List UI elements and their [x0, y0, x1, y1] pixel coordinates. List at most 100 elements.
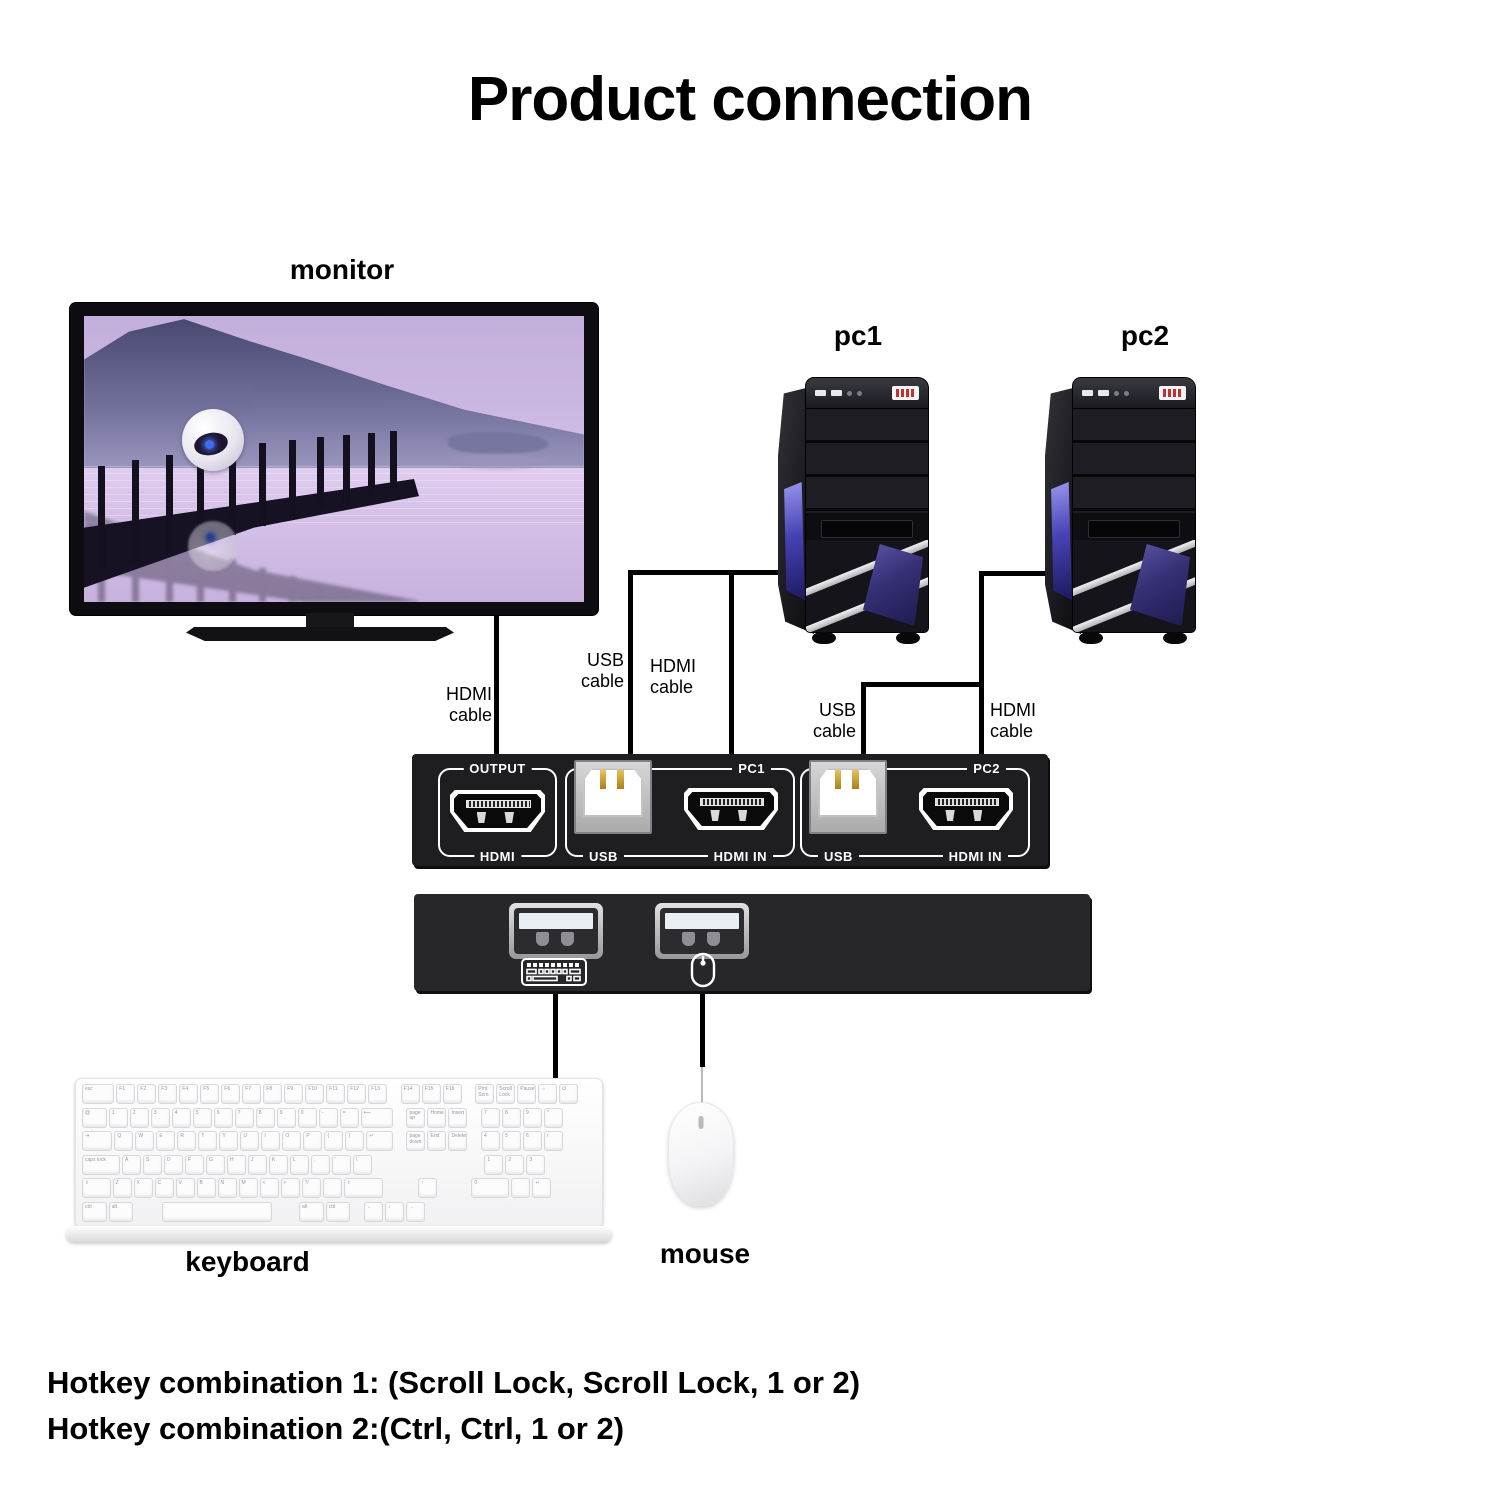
- keyboard-key: .: [511, 1178, 531, 1199]
- keyboard-key-gap: [135, 1202, 160, 1222]
- keyboard-key: S: [143, 1154, 162, 1175]
- keyboard-icon: [521, 958, 587, 986]
- cable-label-pc1-hdmi: HDMI cable: [650, 656, 696, 697]
- keyboard-key: D: [164, 1154, 183, 1175]
- keyboard-key-gap: [469, 1131, 479, 1151]
- pc1-hdmi-in-port: [684, 788, 778, 830]
- keyboard-key: Y: [219, 1131, 239, 1152]
- keyboard-key-gap: [385, 1178, 395, 1198]
- pc2-hdmi-in-label: HDMI IN: [942, 849, 1008, 864]
- cable-label-pc1-usb: USB cable: [580, 650, 624, 691]
- keyboard-key: F10: [305, 1084, 325, 1104]
- keyboard-key: 3: [150, 1107, 170, 1128]
- pc2-hdmi-in-port: [919, 788, 1013, 830]
- keyboard-key: /: [543, 1131, 563, 1152]
- pc2-usb-branch-line: [861, 682, 984, 687]
- keyboard-key: 0: [297, 1107, 317, 1128]
- keyboard-key: Delete: [448, 1131, 468, 1152]
- keyboard-key: J: [248, 1154, 267, 1175]
- keyboard-key: F16: [442, 1084, 462, 1104]
- pc2-usb-cable-line: [861, 682, 866, 756]
- keyboard-key: F6: [221, 1084, 241, 1104]
- keyboard-key: F11: [326, 1084, 346, 1104]
- keyboard-key: A: [122, 1154, 141, 1175]
- keyboard-key: .: [322, 1178, 342, 1199]
- monitor-label: monitor: [289, 254, 395, 285]
- keyboard-key: U: [240, 1131, 260, 1152]
- keyboard-key: =: [339, 1107, 359, 1128]
- keyboard-key: F7: [242, 1084, 262, 1104]
- keyboard-key: C: [154, 1178, 174, 1199]
- keyboard-key: T: [198, 1131, 218, 1152]
- keyboard-key: 5: [192, 1107, 212, 1128]
- keyboard-key: F5: [200, 1084, 220, 1104]
- keyboard-key: 6: [522, 1131, 542, 1152]
- keyboard-key: 1: [108, 1107, 128, 1128]
- mouse-usb-a-port: [655, 903, 749, 959]
- pc2-logo-badge: [1159, 386, 1186, 400]
- keyboard-key: R: [177, 1131, 197, 1152]
- keyboard-key: M: [238, 1178, 258, 1199]
- keyboard-key: 8: [501, 1107, 521, 1128]
- pc2-usb-label: USB: [818, 849, 859, 864]
- keyboard-key: F3: [158, 1084, 178, 1104]
- keyboard-key: ⇧: [82, 1178, 111, 1199]
- page-title: Product connection: [467, 65, 1033, 134]
- keyboard-key: F2: [137, 1084, 157, 1104]
- cable-label-monitor-hdmi: HDMI cable: [446, 684, 492, 725]
- keyboard-key: ⟵: [360, 1107, 393, 1128]
- pc2-section: PC2 USB HDMI IN: [800, 760, 1030, 864]
- pc2-cable-branch-line: [979, 571, 1051, 576]
- keyboard-key: alt: [299, 1201, 324, 1222]
- keyboard-key: F8: [263, 1084, 283, 1104]
- pc2-front-panel: [1073, 378, 1195, 408]
- keyboard-key-gap: [397, 1178, 416, 1198]
- keyboard-key: ?/: [301, 1178, 321, 1199]
- monitor-hdmi-cable-line: [494, 600, 499, 756]
- pc1-usb-label: USB: [583, 849, 624, 864]
- keyboard-key: P: [303, 1131, 323, 1152]
- pc1-label: pc1: [833, 320, 883, 351]
- keyboard-key: ⇧: [343, 1178, 384, 1199]
- keyboard-key: B: [196, 1178, 216, 1199]
- mouse-cable-thin-line: [701, 1067, 703, 1107]
- keyboard-key: 2: [505, 1154, 525, 1175]
- pc2-group-label: PC2: [967, 761, 1006, 776]
- keyboard-usb-a-port: [509, 903, 603, 959]
- keyboard-key-gap: [427, 1202, 437, 1222]
- keyboard-key: F9: [284, 1084, 304, 1104]
- output-section: OUTPUT HDMI: [438, 761, 557, 864]
- keyboard-key: ↓: [384, 1201, 404, 1222]
- pc1-cable-branch-line: [628, 570, 780, 575]
- keyboard-key: page up: [406, 1107, 426, 1128]
- keyboard-key: 5: [501, 1131, 521, 1152]
- keyboard-key: [162, 1201, 273, 1222]
- keyboard-key-gap: [460, 1178, 470, 1198]
- keyboard-key: 8: [255, 1107, 275, 1128]
- keyboard-key: ': [332, 1154, 351, 1175]
- cable-label-pc2-usb: USB cable: [812, 700, 856, 741]
- keyboard-key-gap: [395, 1108, 405, 1128]
- keyboard-key: 4: [171, 1107, 191, 1128]
- keyboard-key: >: [280, 1178, 300, 1199]
- pc1-logo-badge: [892, 386, 919, 400]
- keyboard-key: ↵: [532, 1178, 552, 1199]
- keyboard-key: Insert: [448, 1107, 468, 1128]
- pc2-tower: [1045, 374, 1195, 644]
- keyboard-key: 1: [484, 1154, 504, 1175]
- keyboard-key: →: [405, 1201, 425, 1222]
- pc2-label: pc2: [1120, 320, 1170, 351]
- keyboard-key-gap: [416, 1155, 483, 1175]
- screen-island: [448, 432, 548, 454]
- pc1-group-label: PC1: [732, 761, 771, 776]
- mouse-device: [668, 1102, 734, 1206]
- pc2-side-window: [1051, 482, 1072, 600]
- keyboard-key-gap: [274, 1202, 297, 1222]
- keyboard-key-gap: [469, 1108, 479, 1128]
- keyboard-key: \: [353, 1154, 372, 1175]
- keyboard-key: alt: [108, 1201, 134, 1222]
- monitor-stand-neck: [306, 613, 354, 629]
- keyboard-key: caps lock: [82, 1154, 120, 1175]
